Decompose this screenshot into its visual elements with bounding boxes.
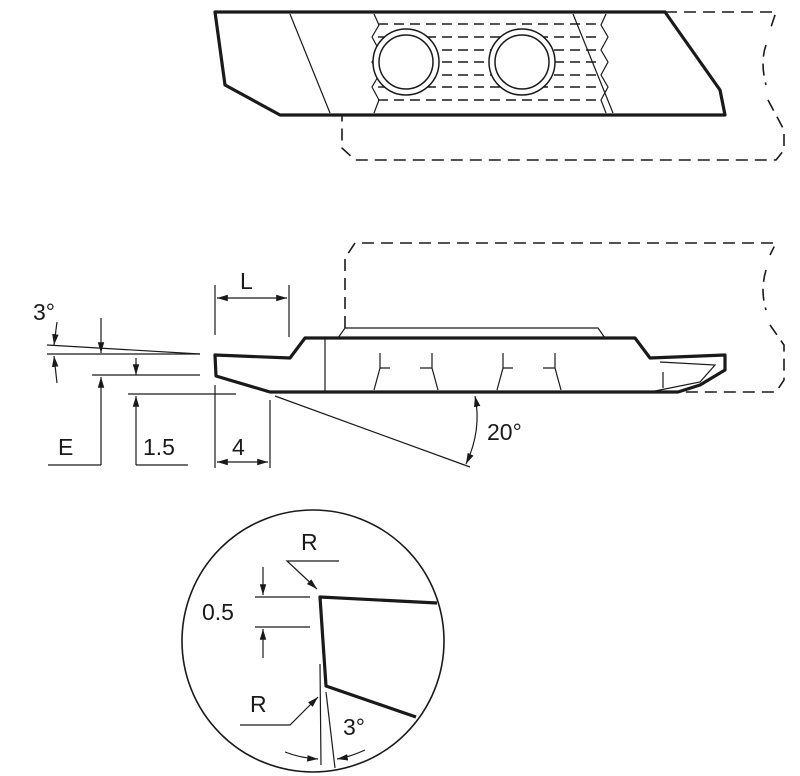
hole-right [488, 28, 556, 96]
hidden-holes-side [373, 353, 562, 391]
serration-left [371, 13, 380, 114]
serration-right [600, 13, 609, 114]
dimension-e-label: E [58, 434, 73, 460]
dimension-l-label: L [240, 268, 253, 294]
detail-radius-top-label: R [301, 529, 318, 555]
dimension-1-5-label: 1.5 [143, 434, 175, 460]
holder-outline-top [341, 11, 785, 161]
holder-outline-side [344, 242, 785, 393]
detail-insert-edge [318, 595, 438, 719]
insert-outline-side [213, 336, 727, 394]
clearance-angle-label: 3° [33, 299, 55, 325]
detail-angle-label: 3° [343, 714, 365, 740]
detail-view: 0.5 R R 3° [181, 509, 445, 773]
insert-outline-top [213, 10, 727, 117]
dimension-4-label: 4 [232, 434, 245, 460]
top-view [213, 10, 785, 161]
side-angle-label: 20° [487, 419, 522, 445]
side-view: L 3° E 1.5 4 20° [33, 242, 785, 468]
hole-left [372, 28, 440, 96]
detail-height-label: 0.5 [202, 599, 234, 625]
detail-radius-bottom-label: R [250, 691, 267, 717]
